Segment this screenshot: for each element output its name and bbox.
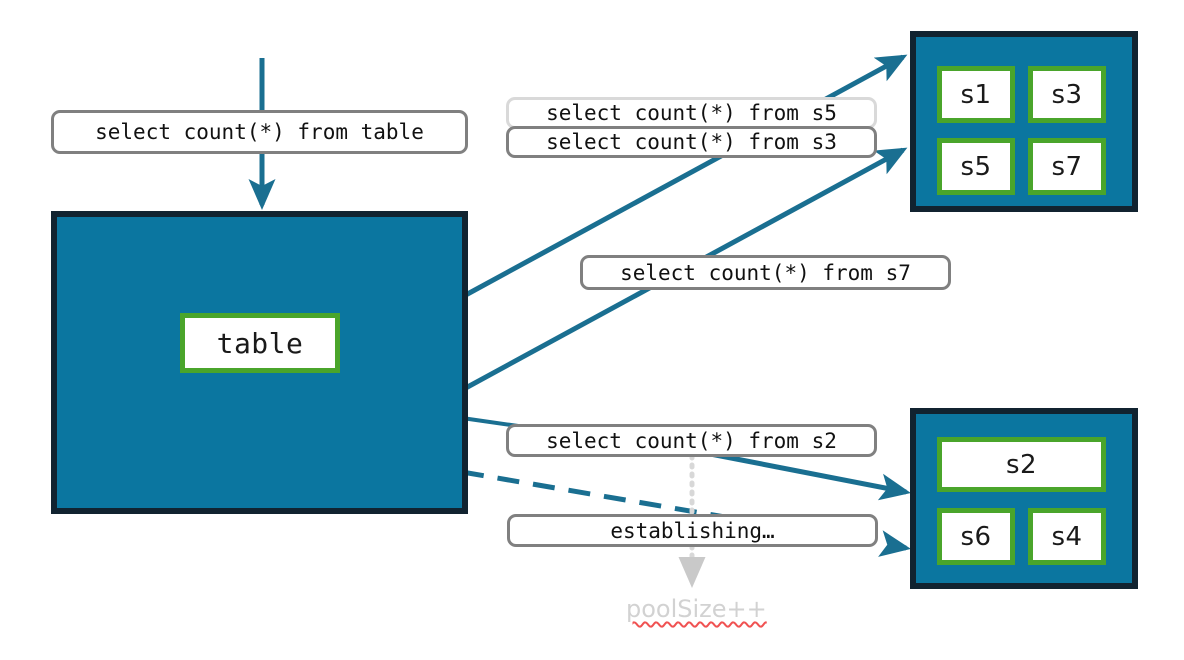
table-chip-label: table	[216, 326, 304, 360]
poolsize-annotation: poolSize++	[626, 595, 767, 623]
query-label-s7[interactable]: select count(*) from s7	[580, 255, 951, 290]
connection-chip-s2[interactable]: s2	[937, 437, 1106, 492]
connection-chip-s2-label: s2	[1005, 449, 1038, 480]
query-label-s2-text: select count(*) from s2	[546, 428, 837, 453]
query-label-s5-text: select count(*) from s5	[546, 101, 837, 125]
query-label-s3[interactable]: select count(*) from s3	[506, 126, 877, 158]
entry-query-text: select count(*) from table	[95, 120, 424, 144]
connection-chip-s1-label: s1	[960, 79, 992, 110]
connection-chip-s5[interactable]: s5	[937, 138, 1015, 195]
query-label-s7-text: select count(*) from s7	[620, 260, 911, 285]
entry-query-label[interactable]: select count(*) from table	[51, 110, 468, 154]
connection-chip-s3[interactable]: s3	[1028, 66, 1106, 123]
query-label-s3-text: select count(*) from s3	[546, 130, 837, 154]
poolsize-annotation-text: poolSize++	[626, 595, 767, 623]
connection-chip-s1[interactable]: s1	[937, 66, 1015, 123]
connection-chip-s7[interactable]: s7	[1028, 138, 1106, 195]
connection-chip-s3-label: s3	[1051, 79, 1083, 110]
table-chip[interactable]: table	[180, 313, 340, 373]
connection-chip-s4-label: s4	[1051, 521, 1083, 552]
establishing-label[interactable]: establishing…	[507, 514, 878, 547]
connection-chip-s5-label: s5	[960, 151, 992, 182]
query-label-s2[interactable]: select count(*) from s2	[506, 424, 877, 457]
establishing-label-text: establishing…	[610, 518, 775, 543]
connection-chip-s6[interactable]: s6	[937, 508, 1015, 565]
edge-s2-to-lower-pool	[699, 449, 911, 501]
connection-chip-s6-label: s6	[960, 521, 992, 552]
connection-chip-s4[interactable]: s4	[1028, 508, 1106, 565]
query-label-s5[interactable]: select count(*) from s5	[506, 97, 877, 129]
connection-chip-s7-label: s7	[1051, 151, 1083, 182]
